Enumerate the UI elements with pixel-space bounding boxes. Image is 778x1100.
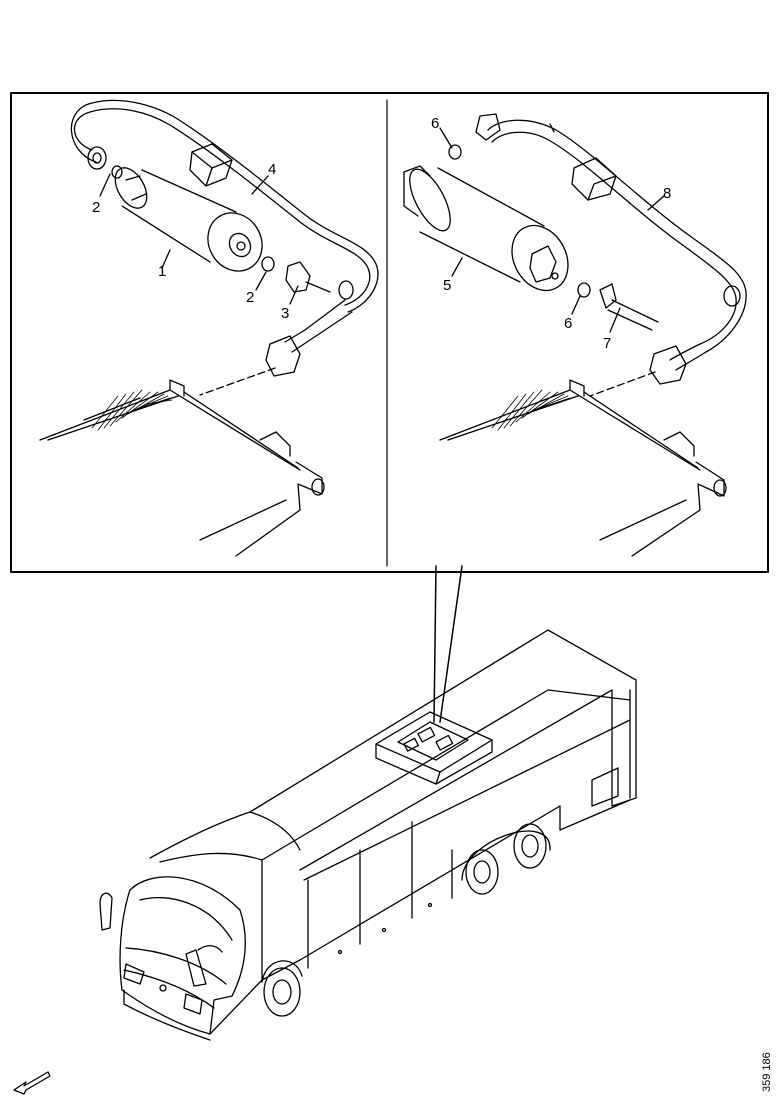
condenser-left xyxy=(39,379,325,557)
rear-side-window xyxy=(591,767,619,807)
leader-1 xyxy=(161,249,171,269)
pipe-4 xyxy=(70,99,379,353)
pipe-fitting-right xyxy=(338,280,354,300)
headlight-right xyxy=(183,993,203,1015)
pointer-line-a xyxy=(433,565,437,723)
callout-1: 1 xyxy=(158,263,166,280)
pipe-junction-block xyxy=(189,143,233,187)
leader-6a xyxy=(439,127,453,149)
guide-line-right xyxy=(589,371,656,397)
headlight-left xyxy=(123,963,145,985)
left-mirror xyxy=(99,892,113,931)
leader-3 xyxy=(289,285,299,305)
roof-ac-unit xyxy=(375,711,493,785)
leader-2b xyxy=(255,271,267,291)
condenser-connector-right xyxy=(649,345,687,385)
pipe-fitting-right-2 xyxy=(723,285,741,307)
callout-7: 7 xyxy=(603,335,611,352)
condenser-left-hatching xyxy=(91,389,173,431)
callout-5: 5 xyxy=(443,277,451,294)
pipe-8 xyxy=(487,119,747,371)
callout-8: 8 xyxy=(663,185,671,202)
seal-6-upper xyxy=(448,144,462,160)
right-detail xyxy=(403,113,747,557)
filter-dryer-5 xyxy=(403,165,569,292)
callout-6b: 6 xyxy=(564,315,572,332)
guide-line xyxy=(199,367,276,396)
callout-6a: 6 xyxy=(431,115,439,132)
right-mirror xyxy=(185,949,207,987)
callout-4: 4 xyxy=(268,161,276,178)
callout-2a: 2 xyxy=(92,199,100,216)
detail-frame xyxy=(10,92,769,573)
part-7-fitting xyxy=(599,283,617,309)
condenser-right xyxy=(439,379,727,557)
leader-6b xyxy=(571,295,581,315)
wheels xyxy=(261,823,551,1017)
callout-2b: 2 xyxy=(246,289,254,306)
filter-dryer-1 xyxy=(114,167,263,272)
callout-3: 3 xyxy=(281,305,289,322)
coach-bus xyxy=(99,629,637,1041)
pipe-junction-block-right xyxy=(571,157,617,201)
front-emblem xyxy=(159,984,167,992)
condenser-connector xyxy=(265,335,301,377)
pipe-bracket-top xyxy=(475,113,501,141)
seal-6-lower xyxy=(577,282,591,298)
condenser-right-hatching xyxy=(491,389,571,431)
pointer-line-b xyxy=(439,565,463,723)
drawing-reference-number: 359 186 xyxy=(761,1052,773,1092)
leader-8 xyxy=(647,195,665,211)
arrow-forward-icon xyxy=(13,1071,51,1095)
left-detail xyxy=(39,99,379,557)
seal-2-upper xyxy=(111,165,123,179)
pipe-fitting-left xyxy=(87,146,107,170)
leader-7 xyxy=(609,307,621,333)
part-3-fitting xyxy=(285,261,311,293)
leader-2a xyxy=(99,173,111,197)
leader-4 xyxy=(251,175,269,195)
seal-2-lower xyxy=(261,256,275,272)
leader-5 xyxy=(451,257,463,277)
